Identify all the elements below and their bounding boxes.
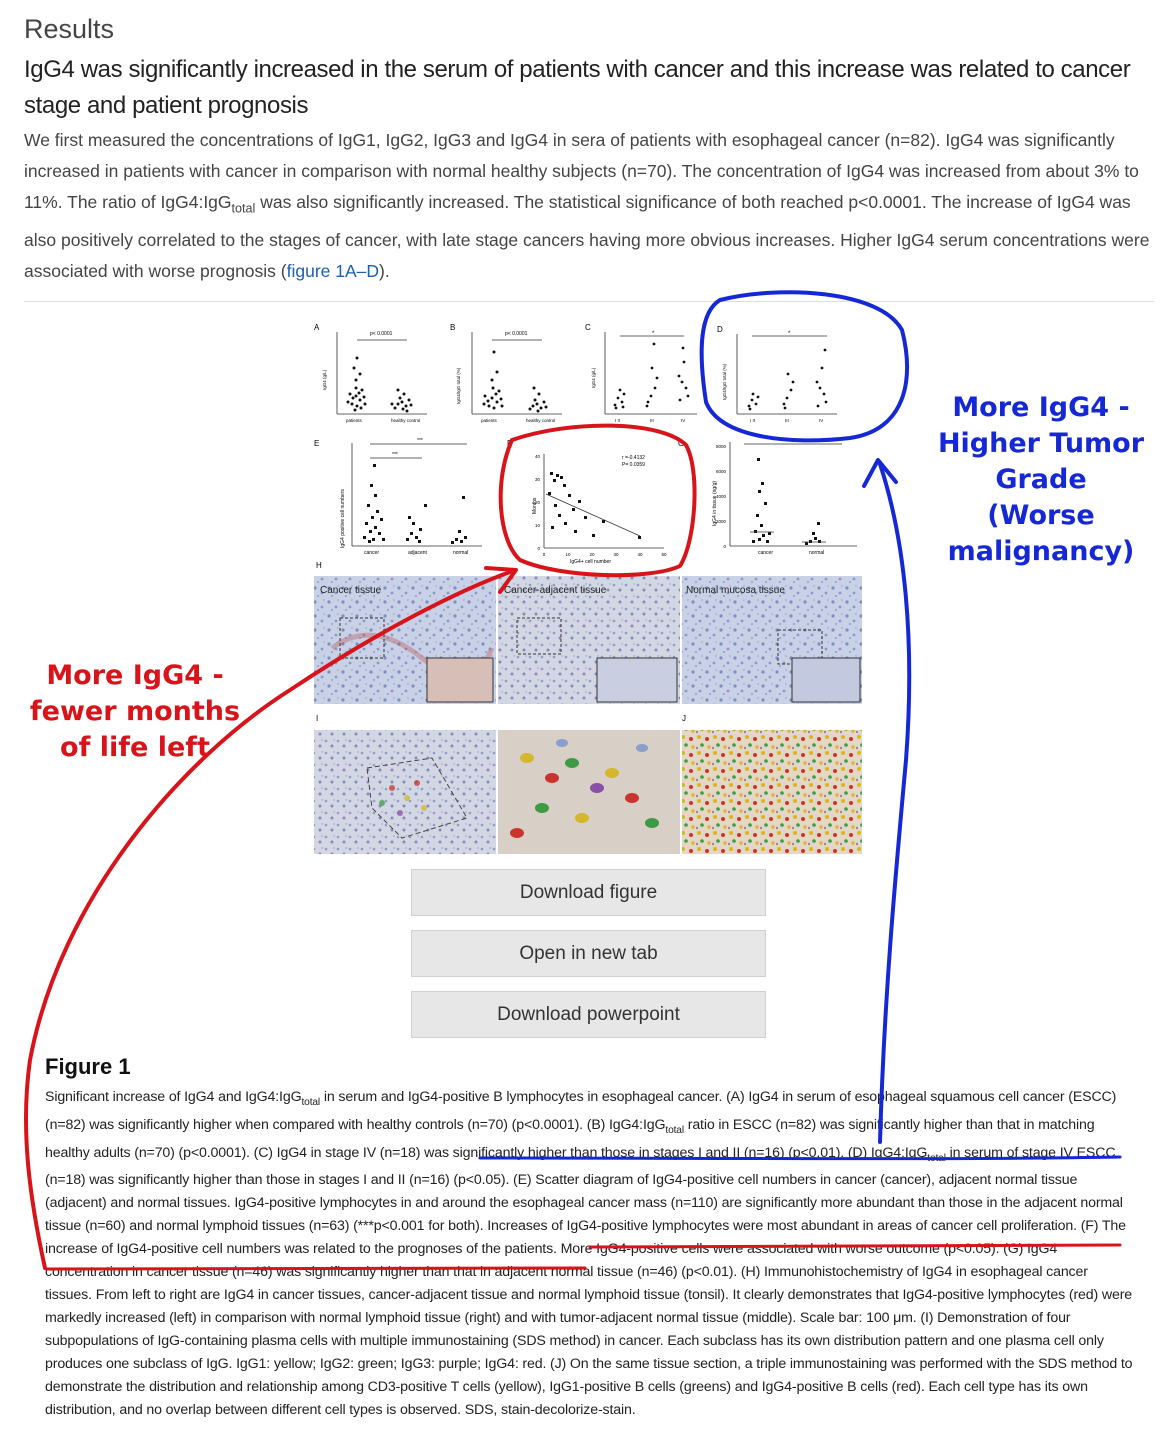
axis-label: IgG4 (g/L) <box>591 367 596 388</box>
red-annotation-text: More IgG4 - fewer months of life left <box>10 658 260 766</box>
results-paragraph: We first measured the concentrations of … <box>24 125 1154 288</box>
panel-label: A <box>314 323 320 332</box>
body-text: was also significantly increased. The st… <box>24 192 1150 282</box>
results-heading: Results <box>24 14 115 44</box>
tick-label: 10 <box>535 523 541 528</box>
panel-label: D <box>717 325 723 334</box>
panel-i-j: I J <box>314 714 862 854</box>
tick-label: I II <box>615 418 620 423</box>
panel-label: J <box>682 714 686 723</box>
annotation-line: fewer months <box>29 696 241 727</box>
body-text: We first measured the concentrations of … <box>24 130 1139 213</box>
tick-label: normal <box>809 550 824 556</box>
annotation-line: More IgG4 - <box>46 660 224 691</box>
blue-annotation-text: More IgG4 - Higher Tumor Grade (Worse ma… <box>918 390 1164 570</box>
stats-label: P= 0.0359 <box>622 462 645 468</box>
axis-label: IgG4 in tissue (ng/g) <box>712 481 718 526</box>
panel-label: C <box>585 323 591 332</box>
caption-text: in serum of stage IV ESCC (n=18) was sig… <box>45 1144 1133 1419</box>
panel-label: I <box>316 714 318 723</box>
p-value-label: p< 0.0001 <box>505 331 528 337</box>
body-text: ). <box>379 261 390 282</box>
p-value-label: p< 0.0001 <box>370 331 393 337</box>
annotation-line: malignancy) <box>947 536 1135 567</box>
annotation-line: Grade <box>995 464 1087 495</box>
tick-label: IV <box>819 418 823 423</box>
panel-a: A p< 0.0001 IgG4 (g/L) patients healthy … <box>314 323 427 423</box>
tick-label: 10 <box>565 552 571 557</box>
significance-stars: *** <box>392 452 398 458</box>
tick-label: 20 <box>535 500 541 505</box>
figure-caption: Significant increase of IgG4 and IgG4:Ig… <box>45 1086 1135 1422</box>
tick-label: III <box>650 418 654 423</box>
tick-label: healthy control <box>391 418 420 423</box>
tick-label: patients <box>346 418 363 423</box>
panel-label: G <box>678 439 684 448</box>
figure-link[interactable]: figure 1A–D <box>286 261 380 282</box>
open-new-tab-button[interactable]: Open in new tab <box>411 930 766 977</box>
download-figure-button[interactable]: Download figure <box>411 869 766 916</box>
panel-e: E *** *** IgG4 positive cell numbers can… <box>314 438 482 556</box>
panel-label: B <box>450 323 455 332</box>
axis-label: IgG4 positive cell numbers <box>340 489 346 548</box>
tick-label: 6000 <box>716 469 727 474</box>
tick-label: cancer <box>364 550 379 556</box>
figure-title: Figure 1 <box>45 1054 131 1079</box>
tick-label: 0 <box>723 544 726 549</box>
axis-label: IgG4+ cell number <box>570 559 611 565</box>
axis-label: IgG4/IgG total (%) <box>722 363 727 400</box>
tick-label: 20 <box>589 552 595 557</box>
panel-c: C * IgG4 (g/L) I II III IV <box>585 323 697 423</box>
tick-label: 8000 <box>716 444 727 449</box>
tick-label: healthy control <box>526 418 555 423</box>
tick-label: cancer <box>758 550 773 556</box>
panel-g: G IgG4 in tissue (ng/g) 0 2000 4000 6000… <box>678 439 857 556</box>
figure-1-image[interactable]: A p< 0.0001 IgG4 (g/L) patients healthy … <box>312 318 864 856</box>
tick-label: III <box>785 418 789 423</box>
tick-label: I II <box>750 418 755 423</box>
annotation-line: More IgG4 - <box>952 392 1130 423</box>
annotation-line: of life left <box>60 732 210 763</box>
caption-text: Significant increase of IgG4 and IgG4:Ig… <box>45 1089 302 1105</box>
section-subheading: IgG4 was significantly increased in the … <box>24 56 1131 119</box>
tissue-label: Normal mucosa tissue <box>686 585 785 596</box>
blue-arrowhead <box>862 458 898 488</box>
body-subscript: total <box>231 201 256 216</box>
axis-label: IgG4/IgG total (%) <box>456 367 461 404</box>
axis-label: IgG4 (g/L) <box>322 369 327 390</box>
caption-subscript: total <box>301 1096 321 1108</box>
tick-label: 30 <box>535 477 541 482</box>
tissue-label: Cancer tissue <box>320 585 382 596</box>
tick-label: 4000 <box>716 494 727 499</box>
tick-label: adjacent <box>408 550 428 556</box>
annotation-line: (Worse <box>987 500 1095 531</box>
tick-label: 40 <box>535 454 541 459</box>
tissue-label: Cancer-adjacent tissue <box>504 585 607 596</box>
tick-label: 30 <box>613 552 619 557</box>
panel-label: H <box>316 561 322 570</box>
stats-label: r =-0.4132 <box>622 455 645 461</box>
panel-label: E <box>314 439 319 448</box>
tick-label: 2000 <box>716 519 727 524</box>
tick-label: 40 <box>637 552 643 557</box>
download-powerpoint-button[interactable]: Download powerpoint <box>411 991 766 1038</box>
tick-label: 50 <box>661 552 667 557</box>
caption-subscript: total <box>665 1124 684 1136</box>
caption-subscript: total <box>927 1152 946 1164</box>
divider <box>24 301 1154 302</box>
significance-stars: *** <box>417 438 423 444</box>
panel-b: B p< 0.0001 IgG4/IgG total (%) patients … <box>450 323 562 423</box>
tick-label: patients <box>481 418 498 423</box>
blue-arrow <box>878 462 912 1144</box>
significance-star: * <box>652 331 655 337</box>
tick-label: normal <box>453 550 468 556</box>
panel-h: H Cancer tissue Cancer-adjacent tissue N… <box>314 561 862 704</box>
panel-label: F <box>507 439 512 448</box>
tick-label: IV <box>681 418 685 423</box>
annotation-line: Higher Tumor <box>937 428 1145 459</box>
